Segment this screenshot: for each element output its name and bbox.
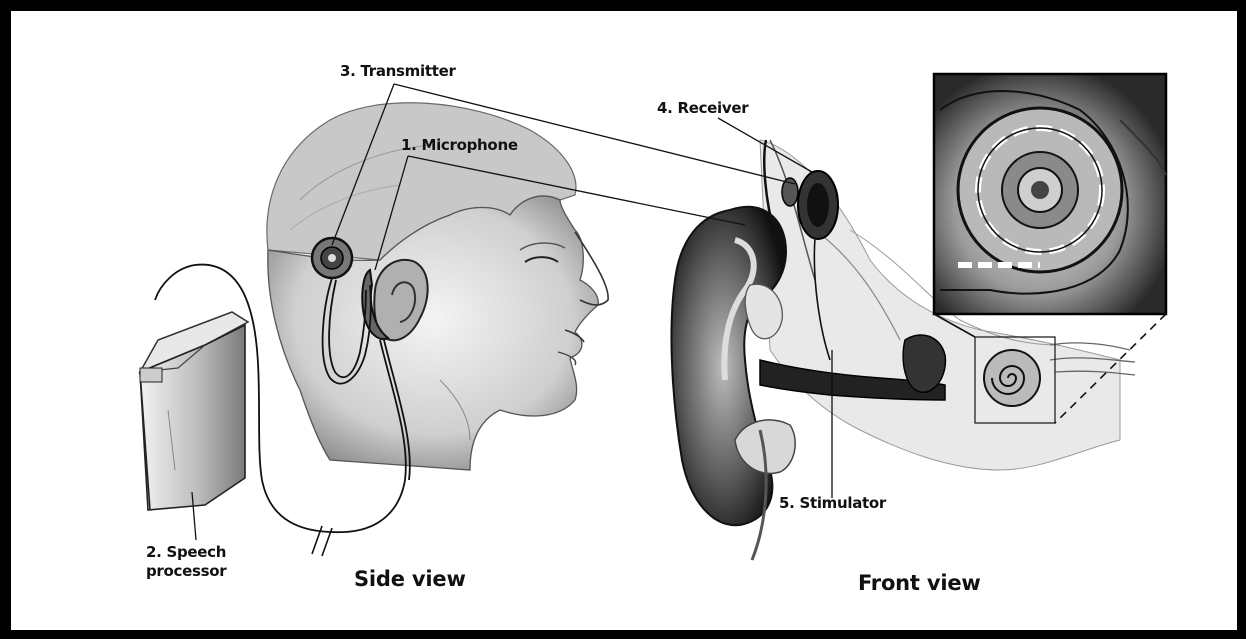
speech-processor-box [140, 312, 248, 510]
label-transmitter: 3. Transmitter [340, 62, 456, 80]
magnified-cochlea-inset [934, 74, 1166, 314]
label-side-view: Side view [354, 567, 466, 591]
label-front-view: Front view [858, 571, 981, 595]
side-view-head [267, 103, 608, 470]
label-microphone: 1. Microphone [401, 136, 518, 154]
label-receiver: 4. Receiver [657, 99, 748, 117]
label-speech-processor-line1: 2. Speech [146, 543, 226, 561]
label-speech-processor-line2: processor [146, 562, 226, 580]
label-stimulator: 5. Stimulator [779, 494, 886, 512]
